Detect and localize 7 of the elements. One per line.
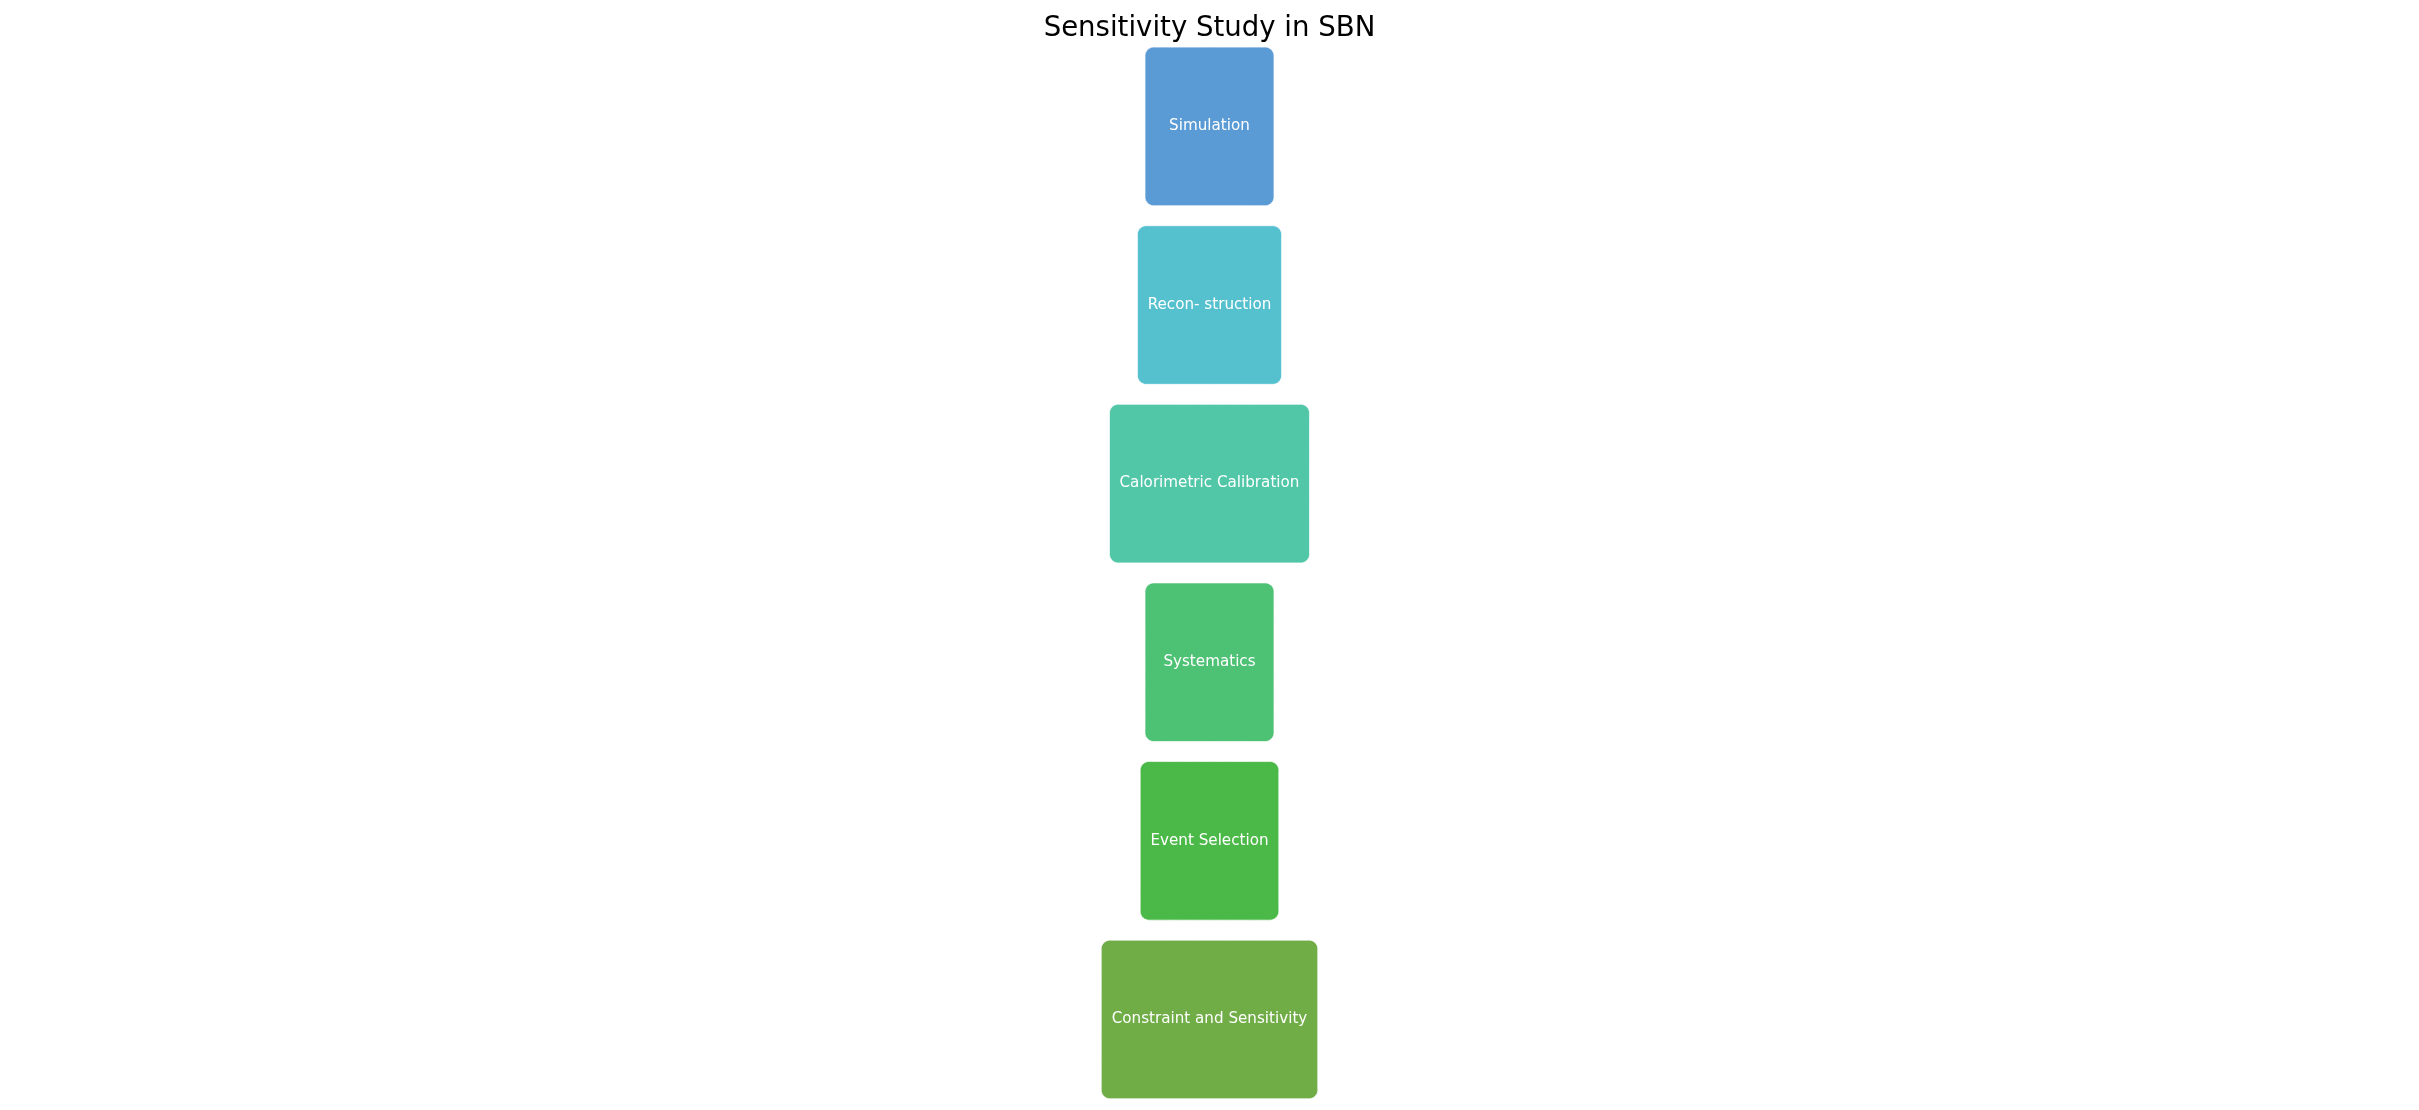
- diagram-title: Sensitivity Study in SBN: [1043, 10, 1376, 44]
- node-box: Calorimetric Calibration: [1109, 404, 1310, 564]
- node-box: Constraint and Sensitivity: [1100, 939, 1319, 1100]
- node-box: Event Selection: [1139, 761, 1280, 921]
- node-box: Recon- struction: [1137, 225, 1282, 385]
- node-box: Simulation: [1144, 46, 1275, 207]
- node-box: Systematics: [1144, 582, 1275, 742]
